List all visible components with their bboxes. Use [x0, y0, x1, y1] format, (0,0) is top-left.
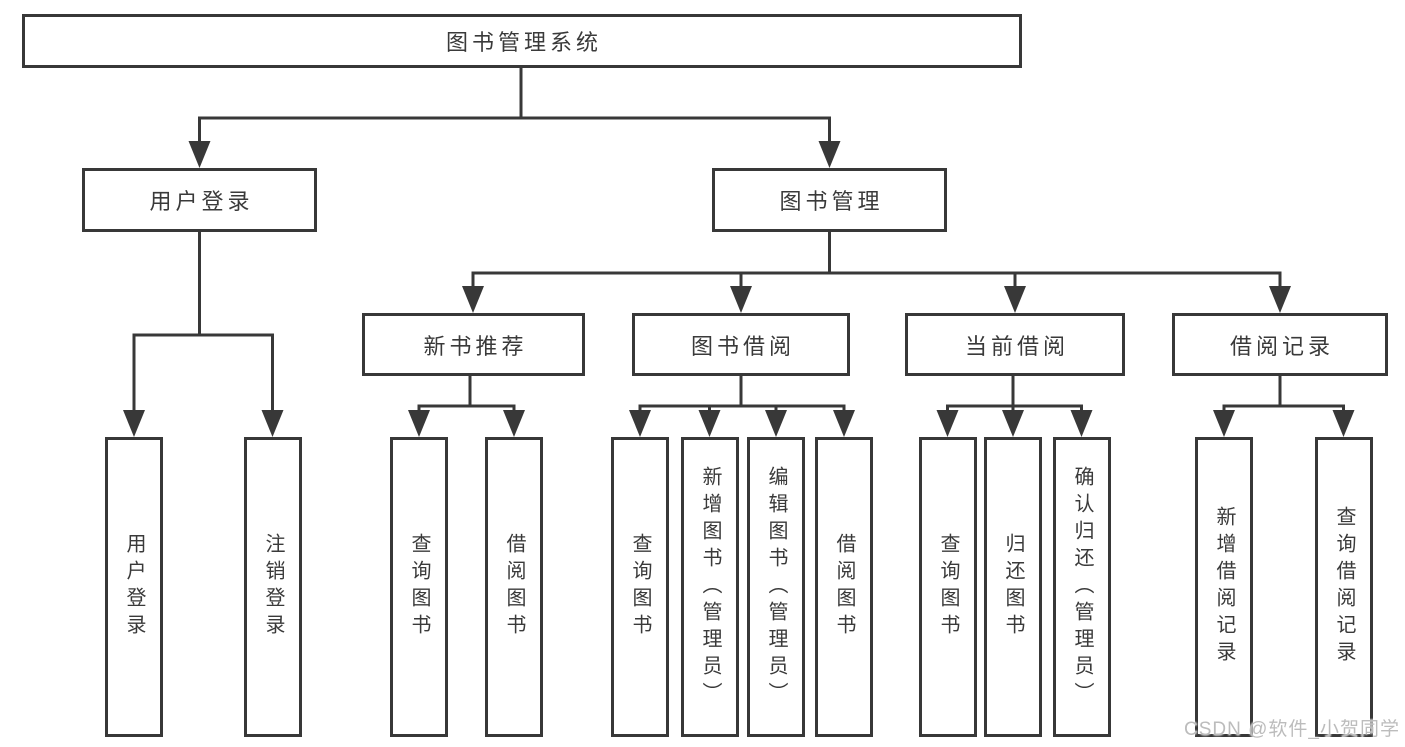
leaf-return-book-label: 归还图书 [1002, 533, 1024, 641]
leaf-query-books-current-label: 查询图书 [937, 533, 959, 641]
csdn-watermark: CSDN @软件_小贺同学 [1184, 719, 1400, 740]
arrowhead-down-icon [1269, 286, 1291, 313]
arrowhead-down-icon [730, 286, 752, 313]
arrowhead-down-icon [261, 410, 284, 437]
arrowhead-down-icon [1004, 286, 1026, 313]
arrowhead-down-icon [1070, 410, 1093, 437]
arrowhead-down-icon [818, 141, 841, 168]
leaf-edit-book-admin: 编辑图书（管理员） [747, 437, 805, 737]
node-book-management: 图书管理 [712, 168, 947, 232]
leaf-logout-label: 注销登录 [262, 533, 284, 641]
arrowhead-down-icon [1002, 410, 1024, 437]
arrowhead-down-icon [1332, 410, 1355, 437]
leaf-logout: 注销登录 [244, 437, 302, 737]
leaf-confirm-return-admin: 确认归还（管理员） [1053, 437, 1111, 737]
node-borrow-records: 借阅记录 [1172, 313, 1388, 376]
leaf-add-borrow-record: 新增借阅记录 [1195, 437, 1253, 737]
arrowhead-down-icon [698, 410, 721, 437]
node-current-borrow-label: 当前借阅 [964, 333, 1069, 359]
leaf-borrow-books: 借阅图书 [815, 437, 873, 737]
arrowhead-down-icon [833, 410, 855, 437]
leaf-user-login-label: 用户登录 [123, 533, 145, 641]
leaf-add-book-admin: 新增图书（管理员） [681, 437, 739, 737]
node-current-borrow: 当前借阅 [905, 313, 1125, 376]
leaf-confirm-return-admin-label: 确认归还（管理员） [1071, 465, 1093, 709]
leaf-query-books-current: 查询图书 [919, 437, 977, 737]
node-new-book-recommend: 新书推荐 [362, 313, 585, 376]
node-user-login: 用户登录 [82, 168, 317, 232]
node-book-borrow: 图书借阅 [632, 313, 850, 376]
node-book-management-label: 图书管理 [779, 189, 884, 214]
node-root: 图书管理系统 [22, 14, 1022, 68]
arrowhead-down-icon [503, 410, 525, 437]
leaf-borrow-books-recommend: 借阅图书 [485, 437, 543, 737]
arrowheads [123, 141, 1355, 437]
leaf-query-books-borrow: 查询图书 [611, 437, 669, 737]
leaf-query-books-borrow-label: 查询图书 [629, 533, 651, 641]
leaf-query-books-recommend-label: 查询图书 [408, 533, 430, 641]
leaf-add-borrow-record-label: 新增借阅记录 [1213, 506, 1235, 668]
node-book-borrow-label: 图书借阅 [690, 333, 795, 359]
leaf-query-books-recommend: 查询图书 [390, 437, 448, 737]
leaf-user-login: 用户登录 [105, 437, 163, 737]
leaf-query-borrow-record-label: 查询借阅记录 [1333, 506, 1355, 668]
leaf-borrow-books-recommend-label: 借阅图书 [503, 533, 525, 641]
node-user-login-label: 用户登录 [149, 189, 254, 214]
arrowhead-down-icon [765, 410, 787, 437]
arrowhead-down-icon [462, 286, 484, 313]
arrowhead-down-icon [188, 141, 211, 168]
arrowhead-down-icon [936, 410, 959, 437]
arrowhead-down-icon [629, 410, 651, 437]
node-new-book-recommend-label: 新书推荐 [423, 333, 528, 359]
node-borrow-records-label: 借阅记录 [1229, 333, 1334, 359]
leaf-edit-book-admin-label: 编辑图书（管理员） [765, 465, 787, 709]
arrowhead-down-icon [1213, 410, 1235, 437]
leaf-add-book-admin-label: 新增图书（管理员） [699, 465, 721, 709]
leaf-query-borrow-record: 查询借阅记录 [1315, 437, 1373, 737]
arrowhead-down-icon [408, 410, 430, 437]
arrowhead-down-icon [123, 410, 145, 437]
leaf-return-book: 归还图书 [984, 437, 1042, 737]
leaf-borrow-books-label: 借阅图书 [833, 533, 855, 641]
node-root-label: 图书管理系统 [445, 30, 602, 55]
